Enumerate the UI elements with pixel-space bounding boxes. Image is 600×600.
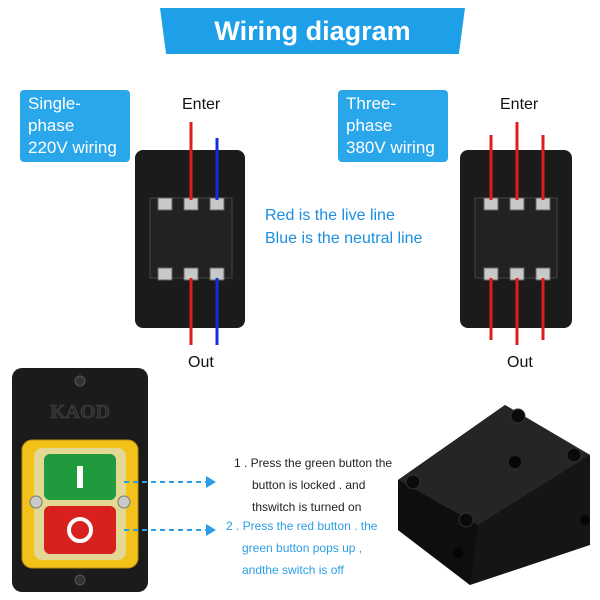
- off-symbol: [67, 517, 93, 543]
- instruction-step-2-line2: green button pops up ,: [242, 541, 363, 555]
- page-title: Wiring diagram: [214, 15, 411, 46]
- switch-front-photo: KAOD: [12, 368, 148, 592]
- red-off-button: [44, 506, 116, 554]
- legend-neutral-line: Blue is the neutral line: [265, 230, 423, 247]
- single-phase-out-label: Out: [188, 354, 214, 371]
- cover-screw-right: [117, 495, 131, 509]
- three-phase-label-line2: 380V wiring: [346, 138, 435, 157]
- title-banner: Wiring diagram: [160, 8, 465, 54]
- single-phase-label-line2: 220V wiring: [28, 138, 117, 157]
- three-phase-switch: [460, 122, 572, 345]
- arrow-green-head: [206, 476, 216, 488]
- back-bottom-hole-2: [580, 515, 590, 525]
- back-screw-hole-4: [458, 512, 474, 528]
- instruction-step-2-line1: 2 . Press the red button . the: [226, 519, 378, 533]
- three-phase-label-line1: Three-phase: [346, 94, 397, 135]
- single-phase-enter-label: Enter: [182, 96, 221, 113]
- switch-back-top-face: [398, 405, 590, 525]
- back-bottom-hole-1: [453, 548, 463, 558]
- mount-screw-top: [74, 375, 86, 387]
- back-screw-hole-2: [566, 447, 582, 463]
- three-phase-out-label: Out: [507, 354, 533, 371]
- instruction-step-1-line1: 1 . Press the green button the: [234, 456, 393, 470]
- cover-screw-left: [29, 495, 43, 509]
- single-phase-label: Single-phase 220V wiring: [20, 90, 130, 162]
- instruction-step-2-line3: andthe switch is off: [242, 563, 344, 577]
- single-phase-switch: [135, 122, 245, 345]
- legend-live-line: Red is the live line: [265, 207, 395, 224]
- three-phase-label: Three-phase 380V wiring: [338, 90, 448, 162]
- single-phase-bottom-terminals: [157, 267, 225, 281]
- on-symbol: [77, 466, 83, 488]
- back-center-hole: [509, 456, 521, 468]
- mount-screw-bottom: [74, 574, 86, 586]
- instruction-step-2: 2 . Press the red button . the green but…: [226, 515, 386, 581]
- instruction-step-1-line2: button is locked . and: [252, 478, 366, 492]
- single-phase-top-terminals: [157, 197, 225, 211]
- instruction-arrows: [124, 476, 216, 536]
- back-screw-hole-1: [510, 408, 526, 424]
- three-phase-bottom-terminals: [483, 267, 551, 281]
- three-phase-enter-label: Enter: [500, 96, 539, 113]
- instruction-step-1-line3: thswitch is turned on: [252, 500, 362, 514]
- instruction-step-1: 1 . Press the green button the button is…: [234, 452, 409, 518]
- three-phase-terminal-block: [474, 197, 558, 279]
- back-screw-hole-3: [405, 474, 421, 490]
- switch-back-photo: [398, 405, 590, 585]
- brand-logo: KAOD: [50, 401, 110, 423]
- switch-back-side-face: [398, 480, 478, 585]
- single-phase-label-line1: Single-phase: [28, 94, 81, 135]
- arrow-red-head: [206, 524, 216, 536]
